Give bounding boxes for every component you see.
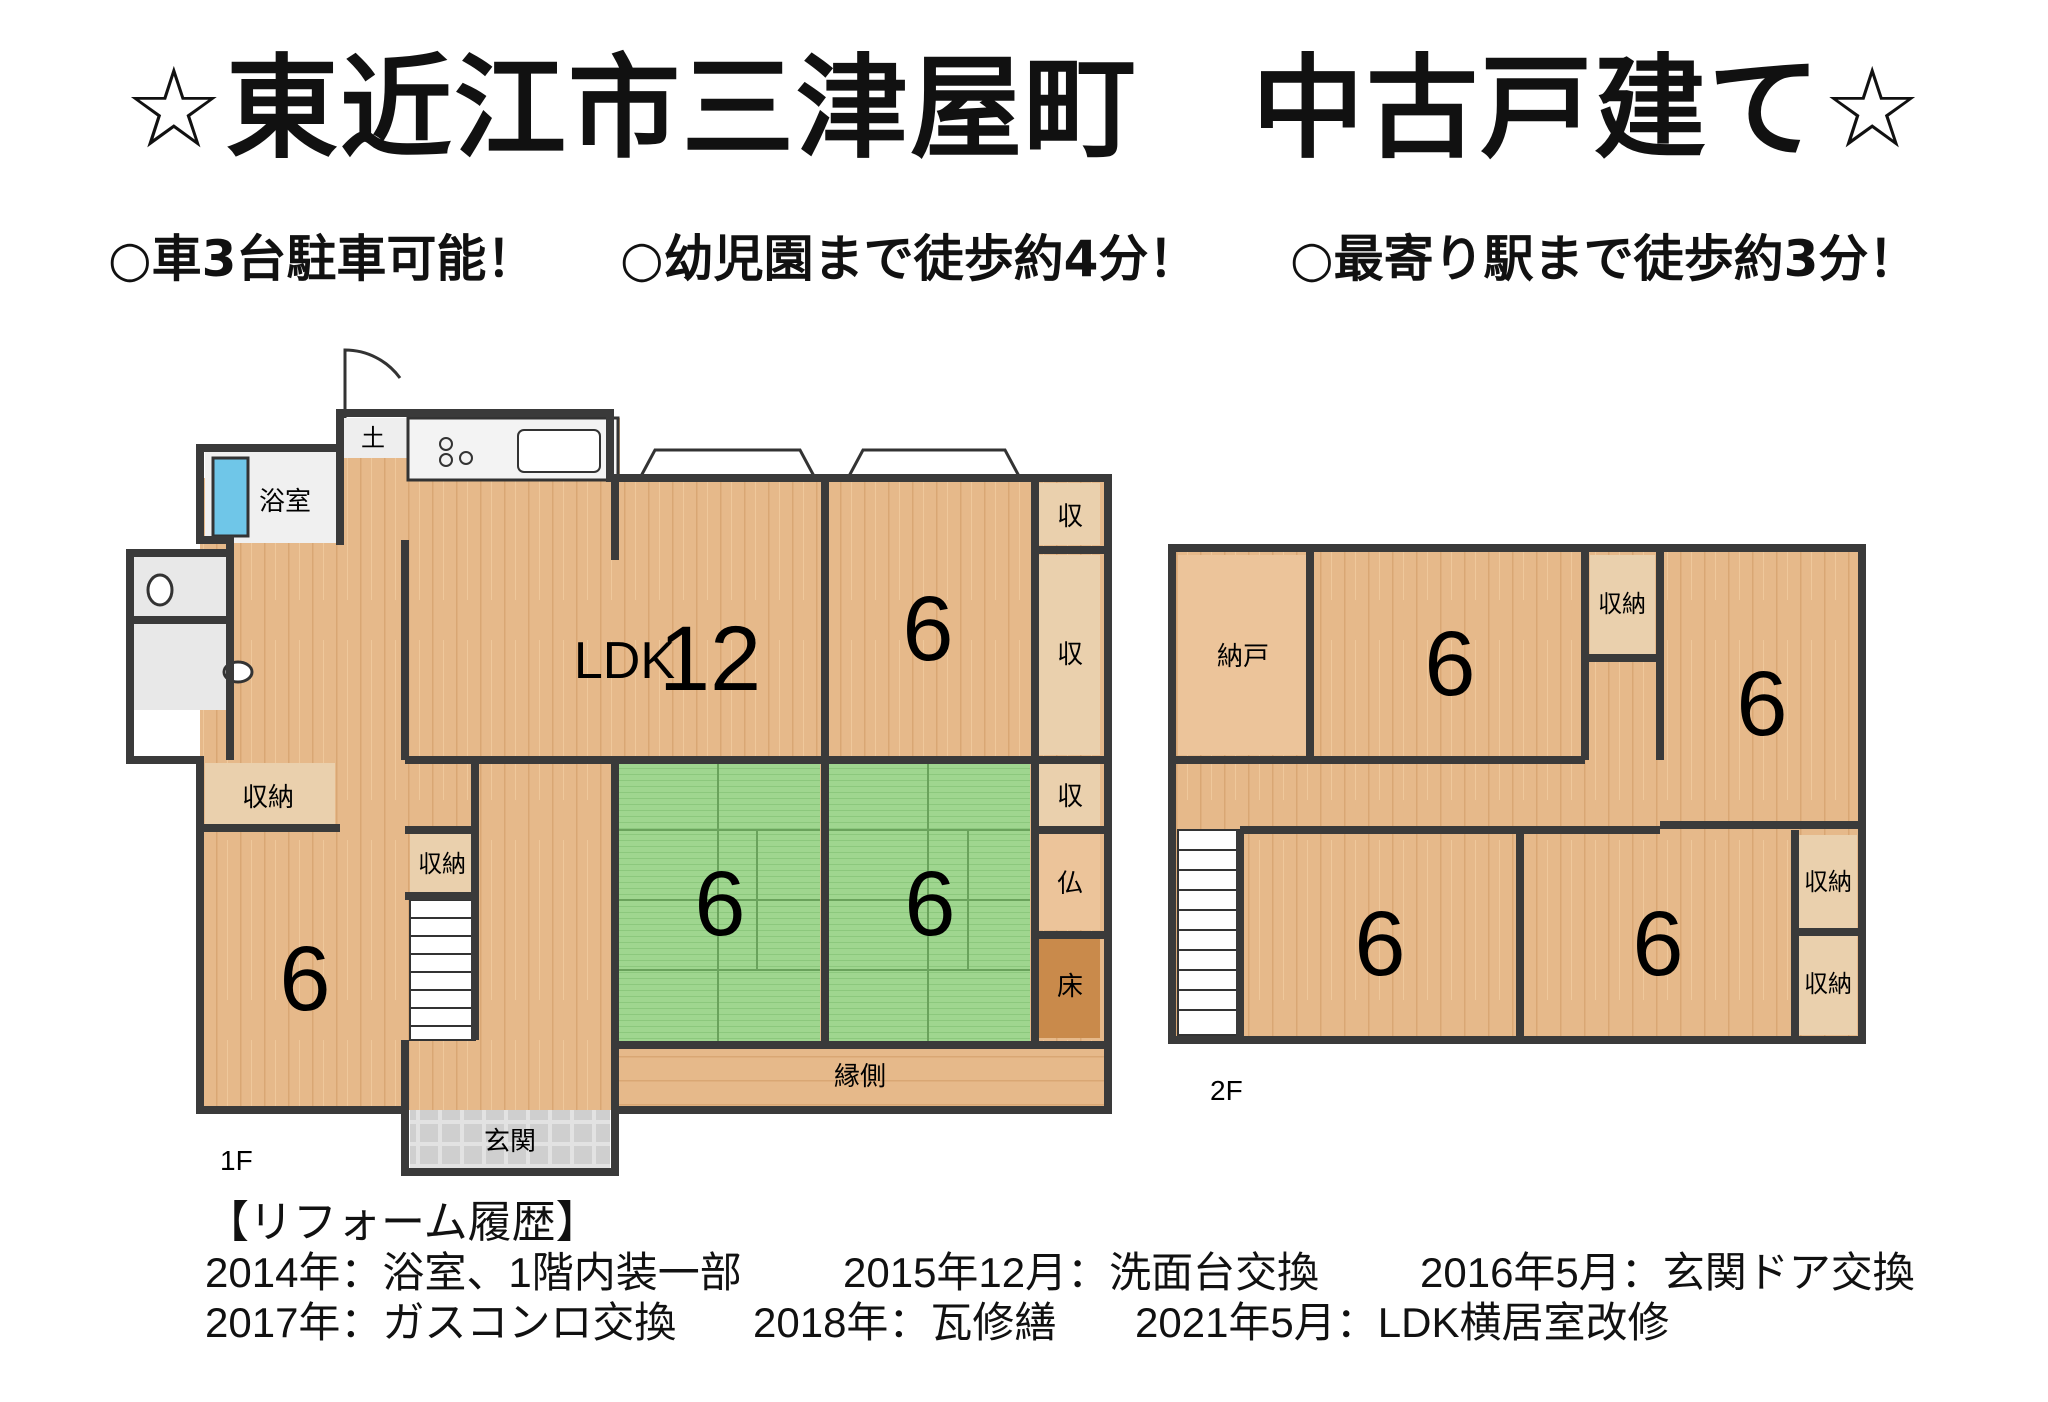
walls-1f (126, 409, 1112, 1176)
closet-low (1035, 760, 1100, 830)
storage-2f-r1-label: 収納 (1804, 868, 1852, 896)
reform-entry: 2014年：浴室、1階内装一部 (205, 1249, 742, 1296)
storage-hall (410, 833, 475, 896)
closet-top-label: 収 (1057, 502, 1083, 532)
closet-top (1035, 483, 1100, 545)
tatami1-size: 6 (694, 853, 745, 955)
stove-burner-icon (459, 451, 473, 465)
toilet-icon (146, 573, 174, 607)
bay-window (846, 448, 1022, 479)
floor2-label: 2F (1210, 1075, 1243, 1106)
storage-2f-top-label: 収納 (1598, 590, 1646, 618)
floor-1 (126, 348, 1112, 1176)
reform-heading: 【リフォーム履歴】 (205, 1198, 600, 1247)
door-swing (343, 348, 402, 418)
engawa-area (615, 1045, 1105, 1107)
storage-west (205, 763, 335, 826)
reform-entry: 2017年：ガスコンロ交換 (205, 1299, 677, 1346)
closet-mid-label: 収 (1057, 640, 1083, 670)
room-c-size: 6 (1354, 893, 1405, 995)
tokonoma-area (1035, 935, 1100, 1038)
butsuma-label: 仏 (1057, 869, 1083, 899)
butsuma-area (1035, 830, 1100, 930)
storage-hall-label: 収納 (418, 850, 466, 878)
west-room-size: 6 (279, 928, 330, 1030)
room-d-size: 6 (1632, 893, 1683, 995)
stairs-1f (409, 899, 476, 1041)
reform-entry: 2021年5月：LDK横居室改修 (1135, 1299, 1670, 1346)
feature-station: ○最寄り駅まで徒歩約3分！ (1290, 230, 1919, 288)
reform-line-2: 2017年：ガスコンロ交換 2018年：瓦修繕 2021年5月：LDK横居室改修 (205, 1298, 1670, 1348)
reform-entry: 2018年：瓦修繕 (753, 1299, 1057, 1346)
storage-2f-r1 (1795, 835, 1857, 930)
ldk-label: LDK (574, 632, 675, 690)
tokonoma-label: 床 (1057, 972, 1083, 1002)
closet-mid (1035, 555, 1100, 755)
bath-label: 浴室 (259, 487, 311, 517)
reform-entry: 2015年12月：洗面台交換 (843, 1249, 1320, 1296)
feature-kindergarten: ○幼児園まで徒歩約4分！ (620, 230, 1199, 288)
ldk-size: 12 (659, 608, 761, 710)
stove-burner-icon (439, 453, 453, 467)
page-title: ☆東近江市三津屋町 中古戸建て☆ (123, 44, 1925, 174)
sink-icon (517, 429, 601, 473)
tatami2-size: 6 (904, 853, 955, 955)
walls-2f (1168, 544, 1866, 1044)
bathtub-icon (211, 456, 250, 538)
storage-2f-r2 (1795, 935, 1857, 1035)
reform-line-1: 2014年：浴室、1階内装一部 2015年12月：洗面台交換 2016年5月：玄… (205, 1248, 1915, 1298)
genkan-area (410, 1110, 610, 1172)
stairs-2f (1177, 829, 1241, 1036)
room-a-size: 6 (1424, 613, 1475, 715)
doma-area (342, 418, 407, 458)
feature-parking: ○車3台駐車可能！ (108, 230, 537, 288)
floor1-label: 1F (220, 1145, 253, 1176)
storage-2f-top (1590, 555, 1655, 655)
reform-entry: 2016年5月：玄関ドア交換 (1420, 1249, 1915, 1296)
stove-burner-icon (439, 437, 453, 451)
nando-label: 納戸 (1217, 642, 1269, 672)
reform-history: 【リフォーム履歴】 2014年：浴室、1階内装一部 2015年12月：洗面台交換… (205, 1198, 1915, 1348)
hall-floor (230, 545, 405, 755)
storage-2f-r2-label: 収納 (1804, 970, 1852, 998)
ne-room-size: 6 (902, 578, 953, 680)
closet-low-label: 収 (1057, 782, 1083, 812)
storage-west-label: 収納 (242, 783, 294, 813)
feature-list: ○車3台駐車可能！ ○幼児園まで徒歩約4分！ ○最寄り駅まで徒歩約3分！ (0, 232, 2048, 312)
floor-2 (1168, 544, 1866, 1044)
doma-label: 土 (361, 424, 385, 452)
room-b-size: 6 (1736, 653, 1787, 755)
nando-area (1178, 555, 1308, 755)
genkan-label: 玄関 (484, 1127, 536, 1157)
bay-window (638, 448, 817, 479)
toilet-wash-area (130, 555, 230, 710)
tatami-lines (615, 760, 1030, 1043)
engawa-label: 縁側 (834, 1062, 886, 1092)
